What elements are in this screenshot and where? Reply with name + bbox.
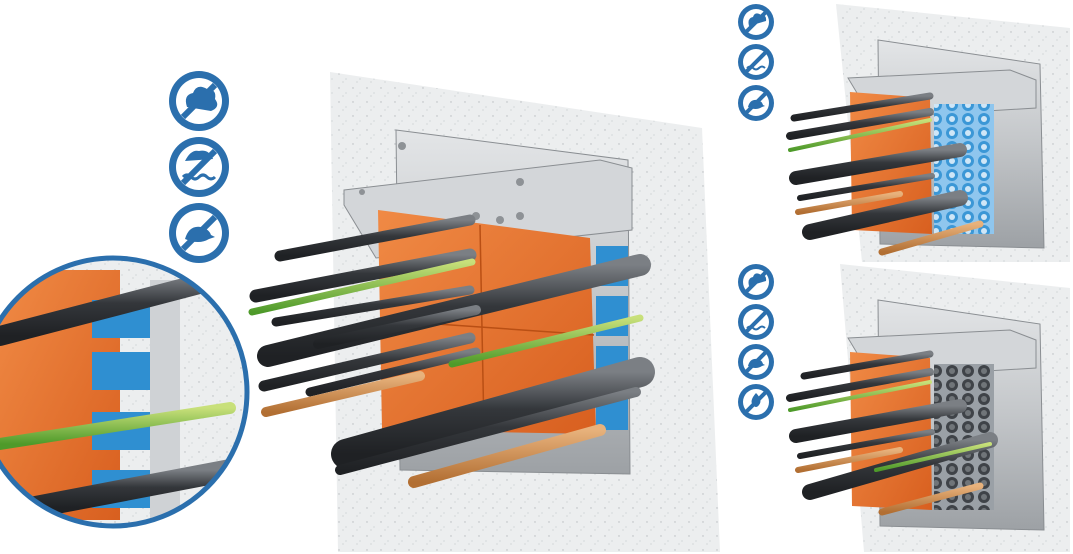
bottom-right-cable-transit bbox=[786, 264, 1070, 552]
top-right-cables bbox=[786, 92, 984, 256]
main-cables bbox=[248, 214, 655, 488]
main-cable-transit bbox=[248, 72, 720, 552]
smoke-icon bbox=[738, 4, 774, 40]
detail-magnifier bbox=[0, 255, 250, 529]
water-icon bbox=[169, 137, 229, 197]
smoke-icon bbox=[169, 71, 229, 131]
rodent-icon bbox=[738, 344, 774, 380]
fire-icon bbox=[738, 384, 774, 420]
rodent-icon bbox=[169, 203, 229, 263]
water-icon bbox=[738, 304, 774, 340]
main-badges bbox=[169, 71, 229, 263]
top-right-badges bbox=[738, 4, 774, 121]
main-frame-bolts bbox=[359, 142, 524, 224]
top-right-cable-transit bbox=[786, 4, 1070, 262]
water-icon bbox=[738, 44, 774, 80]
rodent-icon bbox=[738, 85, 774, 121]
bottom-right-cables bbox=[786, 350, 998, 516]
smoke-icon bbox=[738, 264, 774, 300]
bottom-right-badges bbox=[738, 264, 774, 420]
